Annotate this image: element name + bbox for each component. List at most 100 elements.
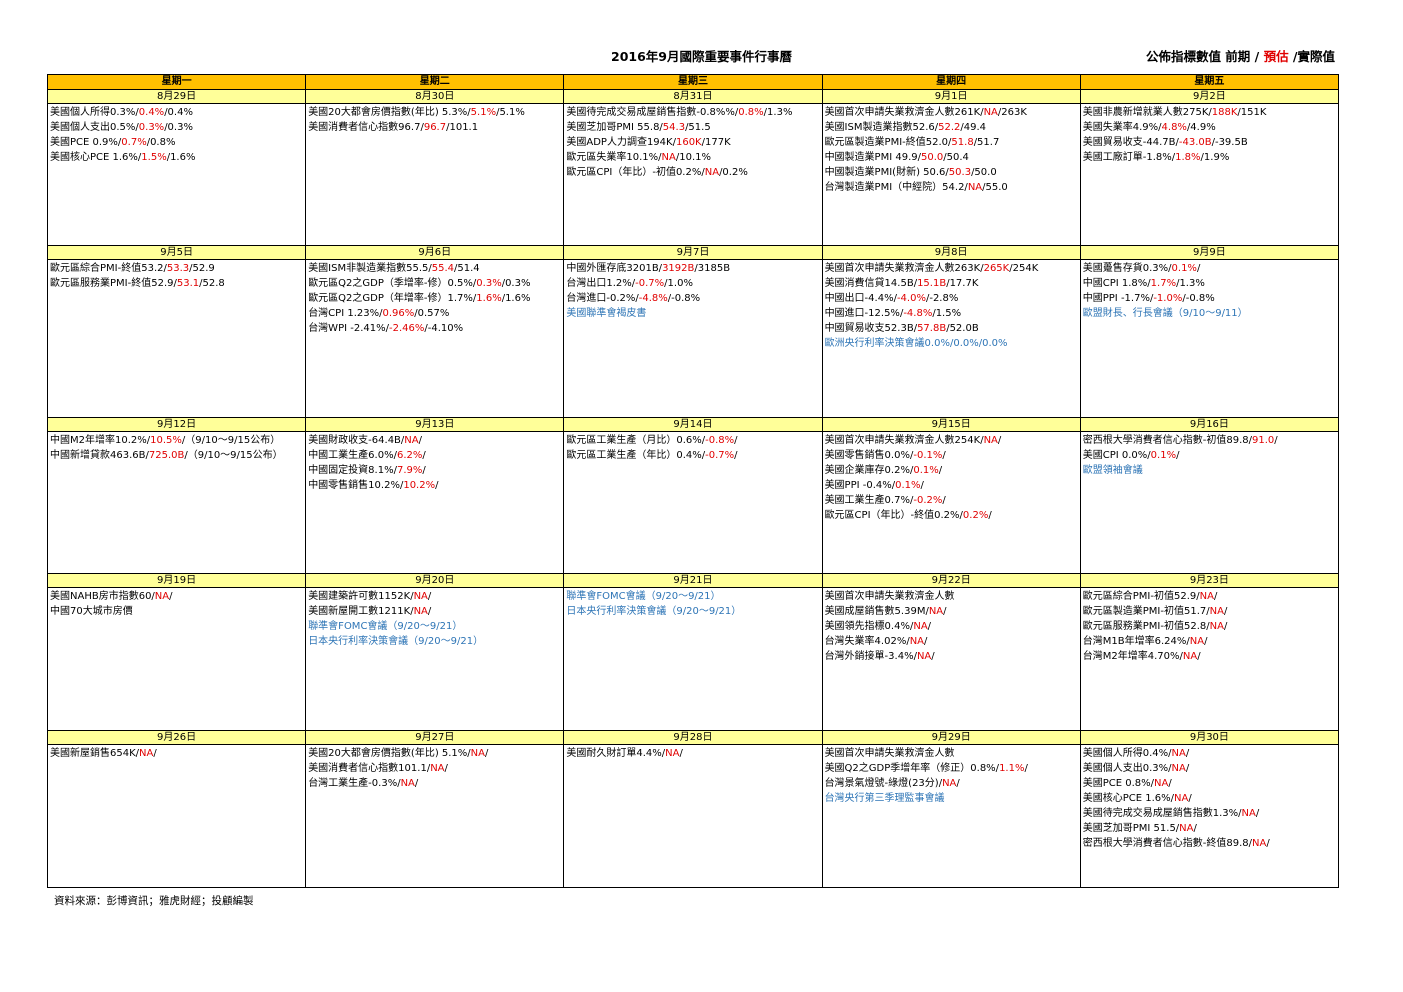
event-actual-value: /	[1185, 748, 1190, 759]
event-item: 歐元區服務業PMI-終值52.9/53.1/52.8	[50, 276, 303, 291]
event-item: 美國工業生產0.7%/-0.2%/	[825, 493, 1078, 508]
event-item: 美國首次申請失業救濟金人數	[825, 746, 1078, 761]
event-item: 歐元區Q2之GDP（年增率-修）1.7%/1.6%/1.6%	[308, 291, 561, 306]
event-prior-value: 美國成屋銷售數5.39M/	[824, 606, 929, 617]
event-item: 歐元區失業率10.1%/NA/10.1%	[566, 150, 819, 165]
event-estimate-value: 55.4	[431, 263, 455, 274]
event-prior-value: 美國待完成交易成屋銷售指數-0.8%%/	[566, 107, 739, 118]
event-item: 歐元區CPI（年比）-初值0.2%/NA/0.2%	[566, 165, 819, 180]
event-actual-value: /4.9%	[1186, 122, 1216, 133]
event-prior-value: 美國首次申請失業救濟金人數	[824, 591, 955, 602]
event-item: 美國消費者信心指數96.7/96.7/101.1	[308, 120, 561, 135]
event-actual-value: /0.3%	[164, 122, 193, 133]
event-prior-value: 美國Q2之GDP季增年率（修正）0.8%/	[824, 763, 1000, 774]
event-estimate-value: 51.8	[951, 137, 974, 148]
event-prior-value: 美國躉售存貨0.3%/	[1082, 263, 1172, 274]
event-item: 美國PPI -0.4%/0.1%/	[825, 478, 1078, 493]
event-estimate-value: 57.8B	[917, 323, 947, 334]
event-prior-value: 美國CPI 0.0%/	[1082, 450, 1151, 461]
event-estimate-value: 50.3	[948, 167, 972, 178]
event-estimate-value: NA	[983, 107, 998, 118]
event-prior-value: 美國消費者信心指數96.7/	[308, 122, 424, 133]
date-cell: 9月23日	[1079, 573, 1340, 588]
event-prior-value: 美國ADP人力調查194K/	[566, 137, 676, 148]
event-item: 美國首次申請失業救濟金人數254K/NA/	[825, 433, 1078, 448]
event-estimate-value: -0.2%	[913, 495, 943, 506]
event-prior-value: 美國首次申請失業救濟金人數263K/	[824, 263, 984, 274]
event-prior-value: 美國20大都會房價指數(年比) 5.3%/	[308, 107, 471, 118]
event-item: 密西根大學消費者信心指數-初值89.8/91.0/	[1083, 433, 1336, 448]
event-estimate-value: -0.8%	[705, 435, 735, 446]
event-item: 美國新屋銷售654K/NA/	[50, 746, 303, 761]
event-item: 美國CPI 0.0%/0.1%/	[1083, 448, 1336, 463]
event-estimate-value: 96.7	[423, 122, 447, 133]
events-row: 中國M2年增率10.2%/10.5%/（9/10～9/15公布）中國新增貸款46…	[46, 431, 1340, 574]
event-item: 美國財政收支-64.4B/NA/	[308, 433, 561, 448]
event-estimate-value: -0.7%	[635, 278, 665, 289]
event-prior-value: 美國首次申請失業救濟金人數261K/	[824, 107, 984, 118]
date-cell: 9月7日	[563, 245, 823, 260]
event-actual-value: /	[427, 606, 432, 617]
event-estimate-value: 53.1	[176, 278, 200, 289]
event-actual-value: /	[169, 591, 173, 602]
event-actual-value: /	[956, 778, 960, 789]
event-prior-value: 美國失業率4.9%/	[1082, 122, 1162, 133]
date-cell: 9月15日	[821, 417, 1081, 432]
event-item: 中國製造業PMI(財新) 50.6/50.3/50.0	[825, 165, 1078, 180]
event-actual-value: /	[1188, 793, 1192, 804]
event-estimate-value: NA	[404, 435, 419, 446]
event-prior-value: 中國M2年增率10.2%/	[50, 435, 151, 446]
date-cell: 9月16日	[1079, 417, 1340, 432]
date-cell: 9月13日	[305, 417, 565, 432]
event-item: 美國企業庫存0.2%/0.1%/	[825, 463, 1078, 478]
event-item: 中國70大城市房價	[50, 604, 303, 619]
event-prior-value: 中國PPI -1.7%/	[1082, 293, 1154, 304]
events-cell: 聯準會FOMC會議（9/20～9/21）日本央行利率決策會議（9/20～9/21…	[563, 587, 823, 731]
event-estimate-value: 1.7%	[1150, 278, 1177, 289]
event-actual-value: /-39.5B	[1211, 137, 1248, 148]
event-estimate-value: 1.8%	[1175, 152, 1201, 163]
event-item: 台灣M1B年增率6.24%/NA/	[1083, 634, 1336, 649]
event-item: 美國芝加哥PMI 55.8/54.3/51.5	[566, 120, 819, 135]
event-actual-value: /51.5	[685, 122, 711, 133]
event-item: 中國PPI -1.7%/-1.0%/-0.8%	[1083, 291, 1336, 306]
event-actual-value: /177K	[701, 137, 731, 148]
event-item: 美國ISM製造業指數52.6/52.2/49.4	[825, 120, 1078, 135]
event-prior-value: 美國領先指標0.4%/	[824, 621, 914, 632]
event-estimate-value: 1.6%	[476, 293, 502, 304]
event-estimate-value: -2.46%	[388, 323, 425, 334]
event-actual-value: /151K	[1237, 107, 1267, 118]
event-item: 中國貿易收支52.3B/57.8B/52.0B	[825, 321, 1078, 336]
event-item: 美國建築許可數1152K/NA/	[308, 589, 561, 604]
event-prior-value: 美國首次申請失業救濟金人數	[824, 748, 955, 759]
meeting-event-item: 歐洲央行利率決策會議0.0%/0.0%/0.0%	[824, 338, 1008, 349]
event-estimate-value: -0.7%	[705, 450, 735, 461]
event-prior-value: 台灣出口1.2%/	[566, 278, 636, 289]
event-estimate-value: NA	[1171, 763, 1186, 774]
date-cell: 9月30日	[1079, 730, 1340, 745]
event-actual-value: /49.4	[960, 122, 987, 133]
event-item: 台灣工業生產-0.3%/NA/	[308, 776, 561, 791]
event-item: 美國零售銷售0.0%/-0.1%/	[825, 448, 1078, 463]
date-cell: 9月19日	[46, 573, 307, 588]
event-actual-value: /	[1193, 823, 1197, 834]
event-actual-value: /263K	[997, 107, 1027, 118]
events-cell: 美國財政收支-64.4B/NA/中國工業生產6.0%/6.2%/中國固定投資8.…	[305, 431, 565, 574]
event-estimate-value: 50.0	[920, 152, 944, 163]
event-item: 美國消費者信心指數101.1/NA/	[308, 761, 561, 776]
event-prior-value: 美國新屋開工數1211K/	[308, 606, 414, 617]
meeting-event-item: 美國聯準會褐皮書	[566, 308, 647, 319]
event-estimate-value: NA	[1189, 636, 1205, 647]
meeting-event-item: 日本央行利率決策會議（9/20～9/21）	[566, 606, 742, 617]
event-item: 美國個人支出0.5%/0.3%/0.3%	[50, 120, 303, 135]
event-actual-value: /51.4	[454, 263, 480, 274]
events-cell: 密西根大學消費者信心指數-初值89.8/91.0/美國CPI 0.0%/0.1%…	[1079, 431, 1340, 574]
event-item: 美國個人支出0.3%/NA/	[1083, 761, 1336, 776]
event-actual-value: /10.1%	[675, 152, 711, 163]
event-estimate-value: NA	[909, 636, 925, 647]
event-actual-value: /0.8%	[146, 137, 176, 148]
event-actual-value: /	[485, 748, 489, 759]
